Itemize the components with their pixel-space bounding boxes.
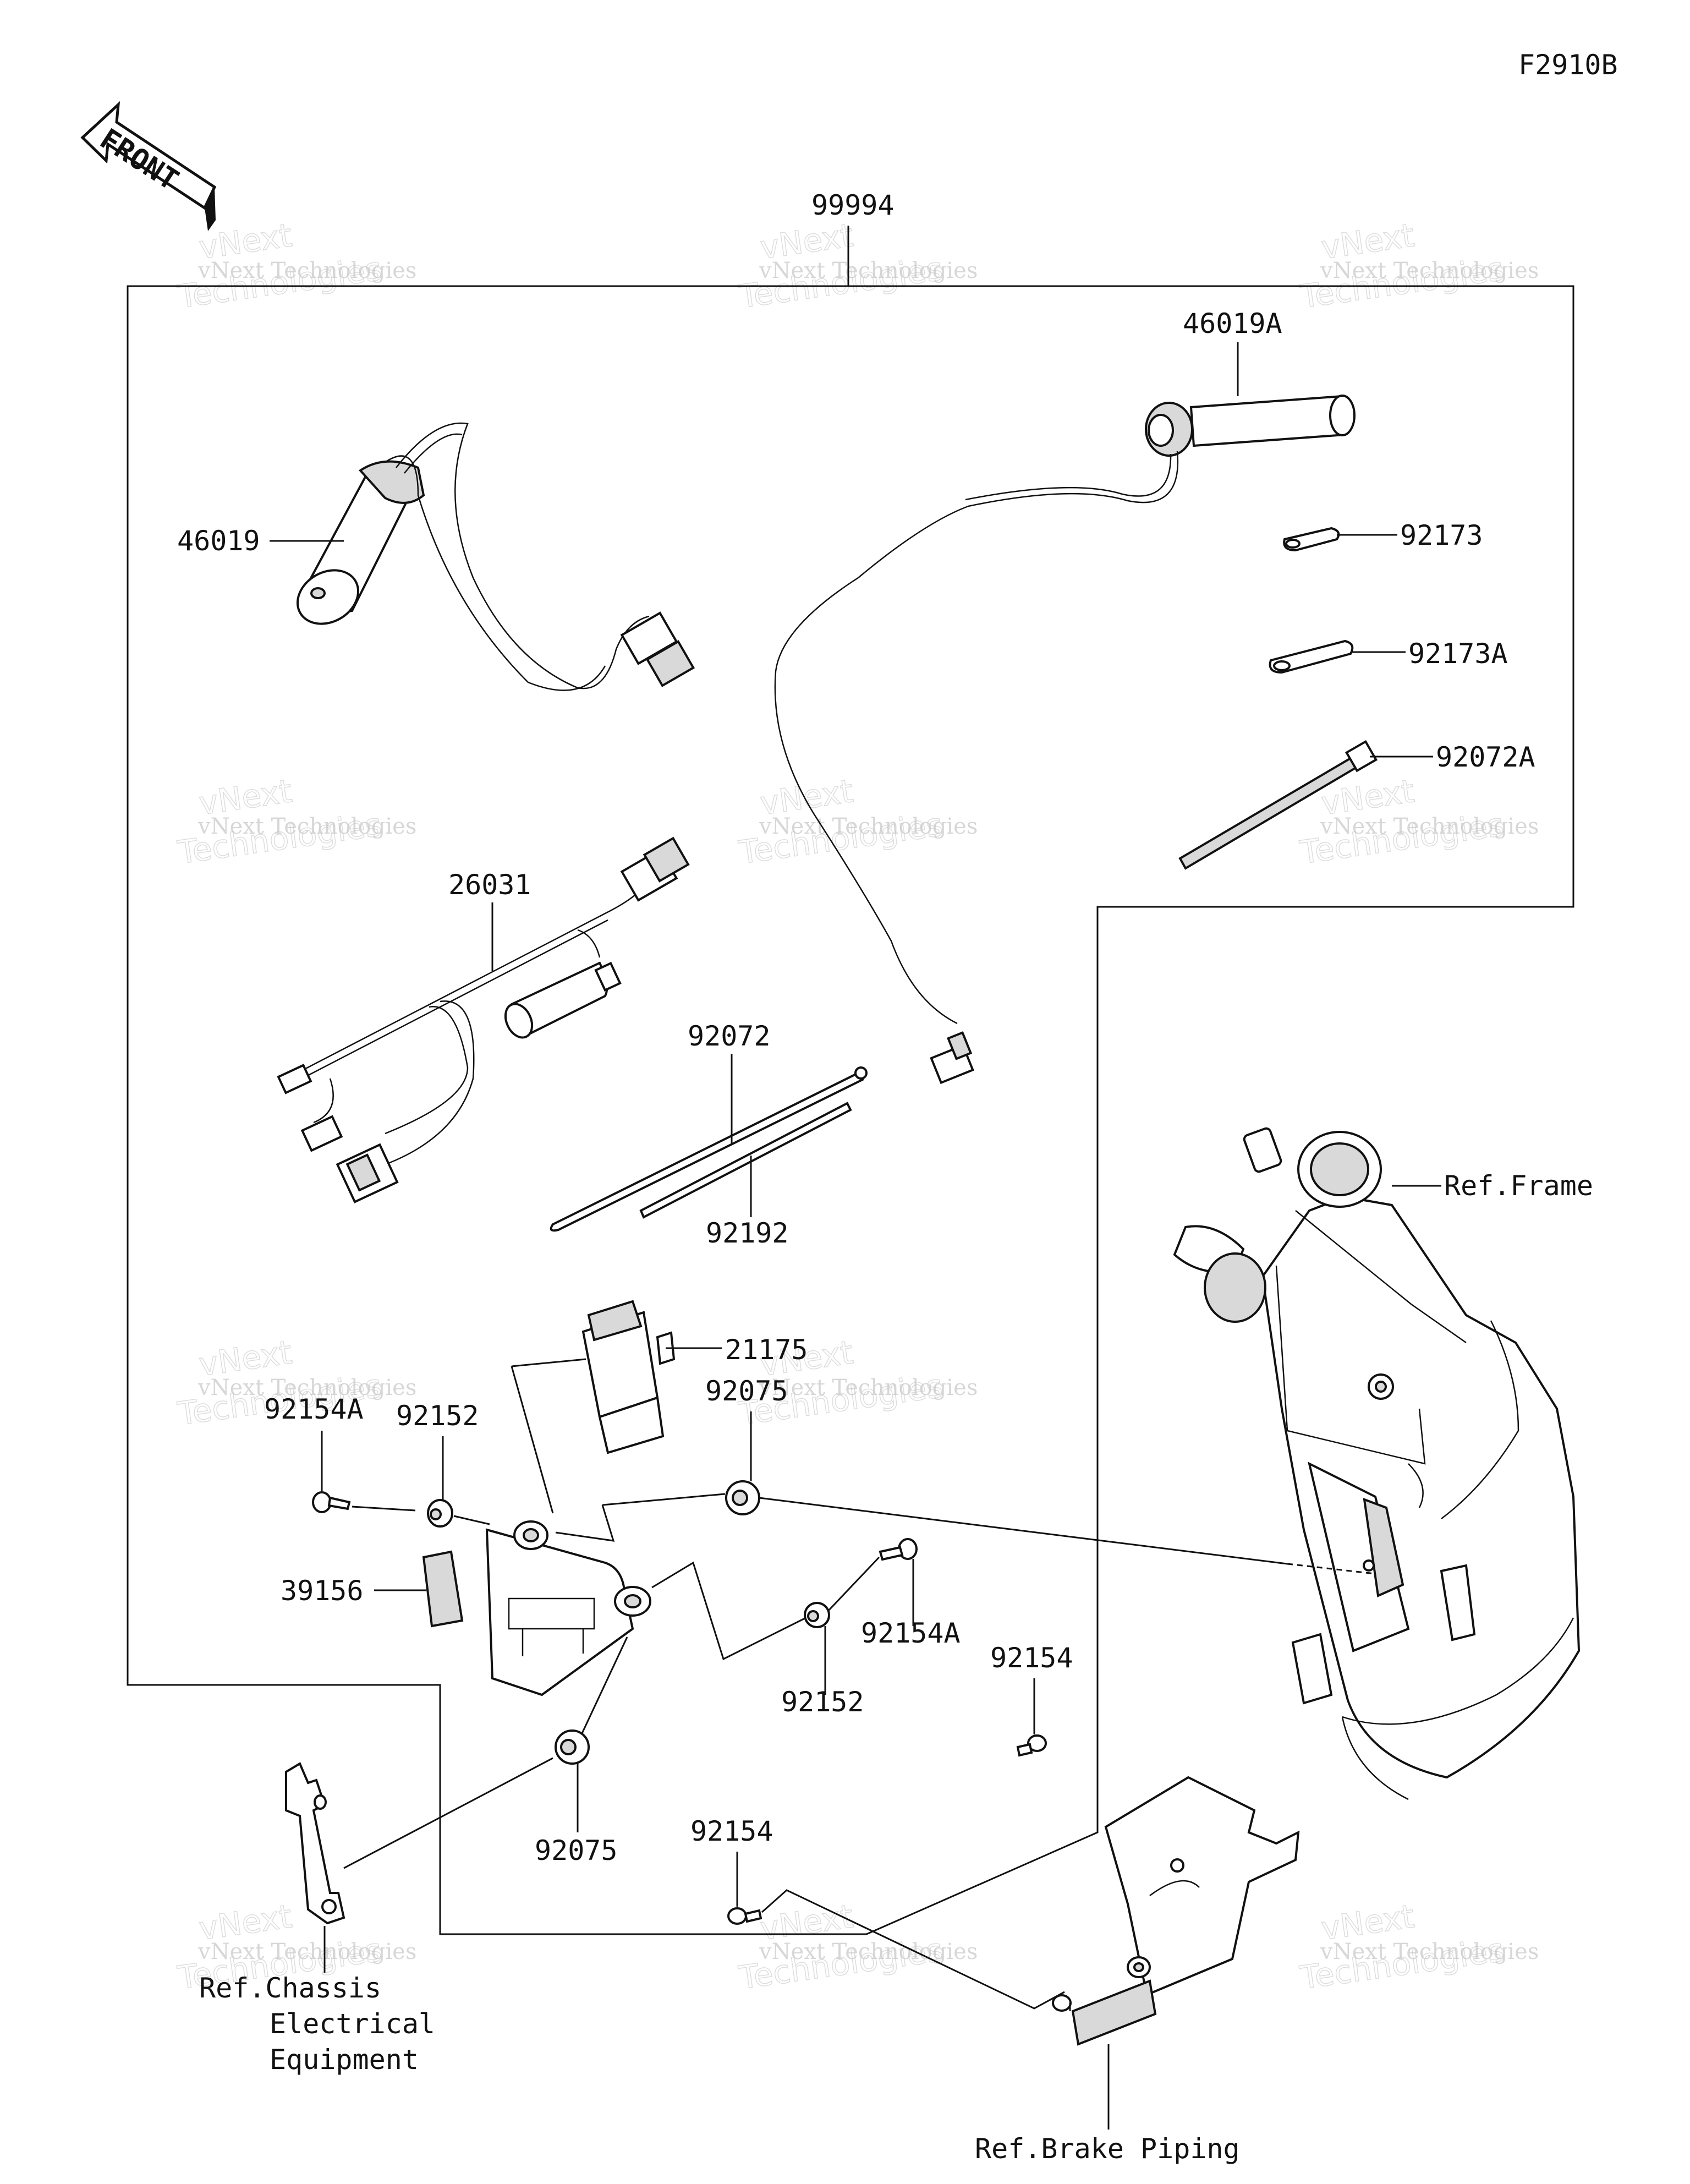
label-26031: 26031 [448,869,531,901]
label-92075-bottom: 92075 [535,1835,618,1866]
label-92173A: 92173A [1408,638,1508,670]
bracket-assembly [485,1520,651,1696]
grip-heater-right [774,395,1356,1085]
label-92075-top: 92075 [705,1375,788,1407]
label-92154A-right: 92154A [861,1617,961,1649]
label-46019A: 46019A [1183,308,1282,340]
kit-boundary [127,285,1574,1935]
figure-code: F2910B [1518,49,1618,81]
label-ref-brake: Ref.Brake Piping [975,2133,1240,2165]
grip-heater-left [296,422,695,691]
band-92072 [550,1066,868,1232]
controller-21175 [581,1300,676,1454]
bolt-92154A-right [879,1538,918,1561]
label-92154A-left: 92154A [264,1393,364,1425]
harness-26031 [277,836,690,1203]
label-92154-right: 92154 [990,1642,1073,1674]
ref-frame-drawing [1173,1127,1581,1800]
label-92192: 92192 [706,1217,789,1249]
svg-text:vNext Technologies: vNext Technologies [1320,814,1539,839]
svg-text:vNext Technologies: vNext Technologies [197,258,416,283]
svg-text:vNext Technologies: vNext Technologies [1320,1939,1539,1964]
damper-92075-bottom [555,1729,590,1765]
ref-brake-bracket [1052,1776,1300,2046]
label-99994: 99994 [811,189,895,221]
label-21175: 21175 [725,1334,808,1366]
svg-text:vNext Technologies: vNext Technologies [197,1375,416,1400]
bolt-92154-right [1016,1734,1047,1757]
band-92072A [1178,740,1378,870]
label-92154-bottom: 92154 [690,1815,773,1847]
label-ref-frame: Ref.Frame [1444,1170,1593,1202]
label-92072: 92072 [688,1020,771,1052]
label-92173: 92173 [1400,519,1483,551]
bolt-92154A-left [312,1491,351,1513]
plate-92173 [1283,527,1340,552]
svg-text:vNext Technologies: vNext Technologies [759,814,978,839]
tube-92192 [639,1102,852,1219]
label-ref-chassis-3: Equipment [270,2044,419,2076]
damper-92075-top [725,1480,760,1515]
front-arrow-icon: FRONT [80,101,217,231]
plate-92173A [1269,639,1354,674]
ref-chassis-bracket [285,1762,345,1925]
svg-text:vNext Technologies: vNext Technologies [759,1375,978,1400]
svg-text:vNext Technologies: vNext Technologies [759,1939,978,1964]
label-ref-chassis-1: Ref.Chassis [199,1972,381,2004]
svg-text:vNext Technologies: vNext Technologies [197,1939,416,1964]
pad-39156 [422,1550,464,1628]
svg-text:vNext Technologies: vNext Technologies [197,814,416,839]
label-92152-left: 92152 [396,1400,479,1432]
collar-92152-right [804,1602,830,1628]
collar-92152-left [427,1499,453,1528]
label-ref-chassis-2: Electrical [270,2008,435,2040]
svg-text:vNext Technologies: vNext Technologies [1320,258,1539,283]
label-39156: 39156 [281,1575,364,1607]
label-46019: 46019 [177,525,260,557]
svg-text:vNext Technologies: vNext Technologies [759,258,978,283]
label-92152-right: 92152 [781,1686,864,1718]
bolt-92154-bottom [727,1907,762,1925]
label-92072A: 92072A [1436,741,1535,773]
